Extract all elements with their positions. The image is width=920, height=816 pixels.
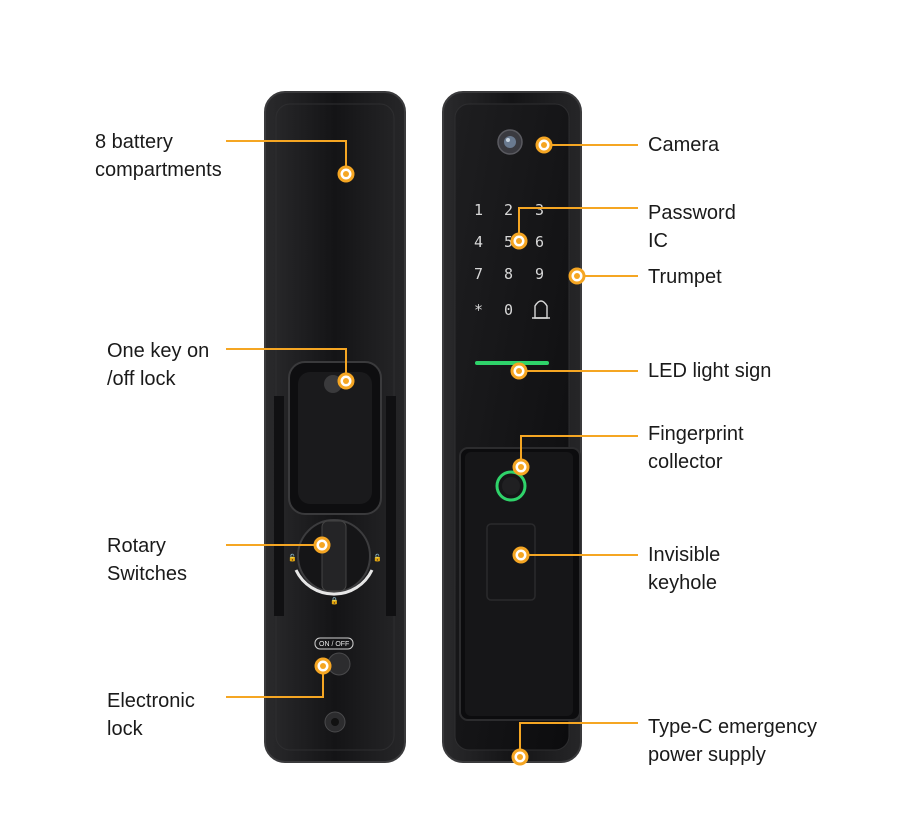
- svg-text:🔓: 🔓: [373, 553, 382, 562]
- marker-password: [510, 232, 528, 250]
- led-strip: [475, 361, 549, 365]
- key-6[interactable]: 6: [535, 233, 544, 251]
- label-led: LED light sign: [648, 360, 772, 382]
- leader-lines: [226, 140, 638, 757]
- key-4[interactable]: 4: [474, 233, 483, 251]
- svg-text:🔒: 🔒: [330, 597, 339, 605]
- key-9[interactable]: 9: [535, 265, 544, 283]
- key-0[interactable]: 0: [504, 301, 513, 319]
- label-fingerprint: Fingerprint collector: [648, 423, 744, 473]
- key-7[interactable]: 7: [474, 265, 483, 283]
- marker-rotary: [313, 536, 331, 554]
- key-star[interactable]: *: [474, 301, 483, 319]
- keypad: 1 2 3 4 5 6 7 8 9 * 0: [474, 201, 550, 319]
- label-onkey: One key on /off lock: [107, 340, 210, 390]
- keyhole-cover: [486, 523, 536, 601]
- marker-dots: [313, 136, 586, 766]
- inner-lock-body: 🔓 🔓 🔒 ON / OFF: [264, 91, 406, 763]
- marker-electronic: [314, 657, 332, 675]
- label-trumpet: Trumpet: [648, 266, 722, 288]
- marker-typec: [511, 748, 529, 766]
- svg-text:🔓: 🔓: [288, 553, 297, 562]
- key-3[interactable]: 3: [535, 201, 544, 219]
- marker-trumpet: [568, 267, 586, 285]
- marker-keyhole: [512, 546, 530, 564]
- label-typec: Type-C emergency power supply: [648, 716, 817, 766]
- bell-icon[interactable]: [532, 300, 550, 319]
- label-electronic: Electronic lock: [107, 690, 195, 740]
- handle: [459, 447, 581, 721]
- label-battery: 8 battery compartments: [95, 131, 222, 181]
- marker-led: [510, 362, 528, 380]
- onoff-badge: ON / OFF: [319, 641, 349, 648]
- key-8[interactable]: 8: [504, 265, 513, 283]
- key-5[interactable]: 5: [504, 233, 513, 251]
- label-password: Password IC: [648, 202, 736, 252]
- key-2[interactable]: 2: [504, 201, 513, 219]
- label-rotary: Rotary Switches: [107, 535, 188, 585]
- camera-lens: [497, 129, 523, 155]
- fingerprint-ring: [495, 470, 527, 502]
- outer-lock-body: 1 2 3 4 5 6 7 8 9 * 0: [442, 91, 582, 763]
- marker-onkey: [337, 372, 355, 390]
- rotary-knob: 🔓 🔓 🔒: [288, 519, 382, 605]
- label-camera: Camera: [648, 134, 720, 156]
- marker-fingerprint: [512, 458, 530, 476]
- marker-camera: [535, 136, 553, 154]
- label-keyhole: Invisible keyhole: [648, 544, 721, 594]
- key-1[interactable]: 1: [474, 201, 483, 219]
- marker-battery: [337, 165, 355, 183]
